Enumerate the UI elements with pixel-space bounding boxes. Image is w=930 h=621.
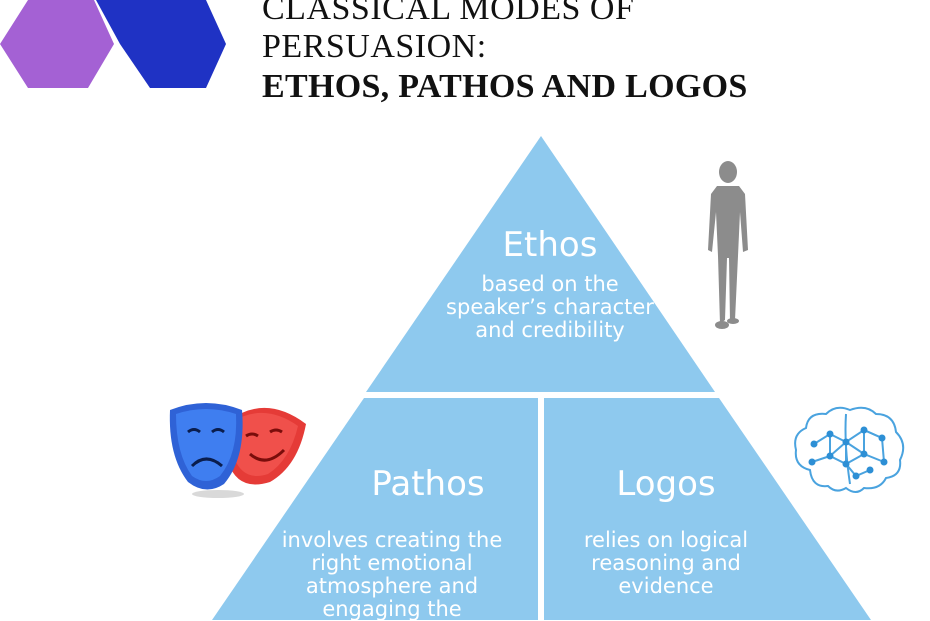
logos-tier	[544, 398, 871, 620]
page-title-line-1: CLASSICAL MODES OF	[262, 0, 635, 27]
theater-masks-icon	[169, 403, 306, 498]
person-silhouette-icon	[708, 161, 748, 329]
logos-description: relies on logical reasoning and evidence	[583, 528, 749, 598]
decorative-hexagons	[0, 0, 226, 88]
page-title-line-2: PERSUASION:	[262, 28, 487, 65]
ethos-title: Ethos	[502, 225, 598, 265]
ethos-description: based on the speaker’s character and cre…	[446, 272, 654, 342]
blue-hexagon	[96, 0, 226, 88]
brain-network-icon	[794, 406, 905, 493]
page-title-line-3: ETHOS, PATHOS AND LOGOS	[262, 68, 748, 105]
pathos-tier	[212, 398, 538, 620]
logos-title: Logos	[616, 464, 716, 504]
ethos-tier	[366, 136, 715, 392]
pathos-description: involves creating the right emotional at…	[281, 528, 503, 621]
pathos-title: Pathos	[371, 464, 485, 504]
purple-hexagon	[0, 0, 114, 88]
